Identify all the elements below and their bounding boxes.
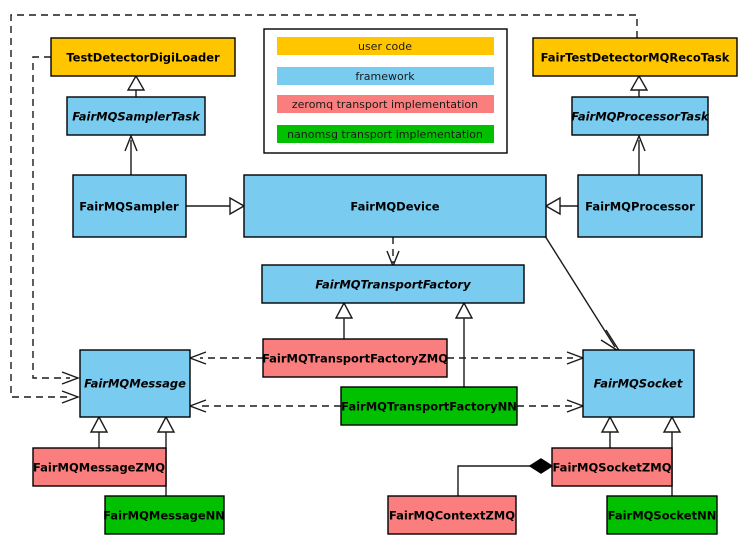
edge-digiloader-to-message — [32, 56, 80, 385]
node-fairmqmessage[interactable]: FairMQMessage — [79, 349, 191, 418]
node-box[interactable] — [50, 37, 236, 77]
node-box[interactable] — [72, 174, 187, 238]
node-label: FairMQSampler — [79, 200, 179, 214]
node-box[interactable] — [606, 495, 718, 535]
legend-item-framework: framework — [277, 67, 494, 85]
legend-swatch-zeromq — [277, 95, 494, 113]
node-label: FairMQSocketZMQ — [553, 461, 672, 475]
node-box[interactable] — [32, 447, 167, 487]
node-label: FairMQMessageNN — [103, 509, 225, 523]
node-fairmqsampler[interactable]: FairMQSampler — [72, 174, 187, 238]
node-fairmqsamplertask[interactable]: FairMQSamplerTask — [66, 96, 206, 136]
node-label: FairMQSocketNN — [608, 509, 717, 523]
node-fairmqtransportfactorynn[interactable]: FairMQTransportFactoryNN — [340, 386, 518, 426]
node-box[interactable] — [340, 386, 518, 426]
edge-contextzmq-to-socketzmq — [457, 458, 554, 496]
node-label: FairMQContextZMQ — [389, 509, 515, 523]
node-label: FairMQTransportFactoryNN — [341, 400, 517, 414]
edge-factoryzmq-to-socket — [447, 351, 585, 365]
node-fairmqsocketzmq[interactable]: FairMQSocketZMQ — [551, 447, 673, 487]
node-label: FairMQMessage — [84, 377, 186, 391]
node-fairmqmessagenn[interactable]: FairMQMessageNN — [103, 495, 225, 535]
node-box[interactable] — [262, 338, 448, 378]
node-label: FairMQProcessor — [585, 200, 695, 214]
legend-swatch-user-code — [277, 37, 494, 55]
node-fairmqmessagezmq[interactable]: FairMQMessageZMQ — [32, 447, 167, 487]
node-fairmqtransportfactory[interactable]: FairMQTransportFactory — [261, 264, 525, 304]
edge-factorynn-to-message — [188, 399, 341, 413]
node-box[interactable] — [79, 349, 191, 418]
legend-label: user code — [358, 40, 412, 53]
legend-item-user-code: user code — [277, 37, 494, 55]
node-box[interactable] — [551, 447, 673, 487]
edge-messagezmq-to-message — [89, 415, 109, 448]
node-box[interactable] — [532, 37, 738, 77]
node-label: FairMQSamplerTask — [72, 110, 201, 124]
edge-factoryzmq-to-factory — [334, 301, 354, 339]
node-label: FairMQTransportFactoryZMQ — [262, 352, 448, 366]
node-fairtestdetectormqrecotask[interactable]: FairTestDetectorMQRecoTask — [532, 37, 738, 77]
node-box[interactable] — [582, 349, 695, 418]
node-box[interactable] — [387, 495, 517, 535]
edge-processortask-to-recotask — [629, 74, 649, 97]
edge-processor-to-processortask — [632, 134, 646, 175]
node-label: FairMQTransportFactory — [315, 278, 471, 292]
node-fairmqdevice[interactable]: FairMQDevice — [243, 174, 547, 238]
legend-item-nanomsg: nanomsg transport implementation — [277, 125, 494, 143]
legend-label: nanomsg transport implementation — [287, 128, 483, 141]
node-box[interactable] — [571, 96, 709, 136]
edge-sampler-to-device — [186, 196, 246, 216]
edge-recotask-to-message — [10, 14, 638, 404]
edge-device-to-socket — [544, 235, 621, 353]
node-label: FairMQDevice — [350, 200, 439, 214]
legend-swatch-nanomsg — [277, 125, 494, 143]
node-label: FairTestDetectorMQRecoTask — [541, 51, 730, 65]
edge-processor-to-device — [544, 196, 578, 216]
node-fairmqprocessor[interactable]: FairMQProcessor — [577, 174, 703, 238]
edge-layer — [10, 14, 682, 496]
legend-swatch-framework — [277, 67, 494, 85]
node-label: FairMQSocket — [594, 377, 683, 391]
node-box[interactable] — [104, 495, 225, 535]
node-testdetectordigiloader[interactable]: TestDetectorDigiLoader — [50, 37, 236, 77]
edge-factorynn-to-factory — [454, 301, 474, 387]
edge-samplertask-to-digiloader — [126, 74, 146, 97]
legend-label: zeromq transport implementation — [292, 98, 478, 111]
node-layer: TestDetectorDigiLoader FairTestDetectorM… — [32, 37, 738, 535]
node-fairmqsocket[interactable]: FairMQSocket — [582, 349, 695, 418]
legend-label: framework — [355, 70, 415, 83]
edge-device-to-transportfactory — [386, 237, 400, 268]
node-label: FairMQMessageZMQ — [33, 461, 165, 475]
node-fairmqtransportfactoryzmq[interactable]: FairMQTransportFactoryZMQ — [262, 338, 448, 378]
node-fairmqcontextzmq[interactable]: FairMQContextZMQ — [387, 495, 517, 535]
node-box[interactable] — [577, 174, 703, 238]
node-box[interactable] — [243, 174, 547, 238]
edge-sampler-to-samplertask — [124, 134, 138, 175]
edge-factorynn-to-socket — [517, 399, 585, 413]
node-label: FairMQProcessorTask — [571, 110, 710, 124]
node-box[interactable] — [66, 96, 206, 136]
edge-factoryzmq-to-message — [188, 351, 263, 365]
legend: user code framework zeromq transport imp… — [263, 28, 508, 154]
node-fairmqprocessortask[interactable]: FairMQProcessorTask — [571, 96, 710, 136]
legend-item-zeromq: zeromq transport implementation — [277, 95, 494, 113]
node-box[interactable] — [261, 264, 525, 304]
node-fairmqsocketnn[interactable]: FairMQSocketNN — [606, 495, 718, 535]
edge-socketzmq-to-socket — [600, 415, 620, 448]
node-label: TestDetectorDigiLoader — [66, 51, 220, 65]
